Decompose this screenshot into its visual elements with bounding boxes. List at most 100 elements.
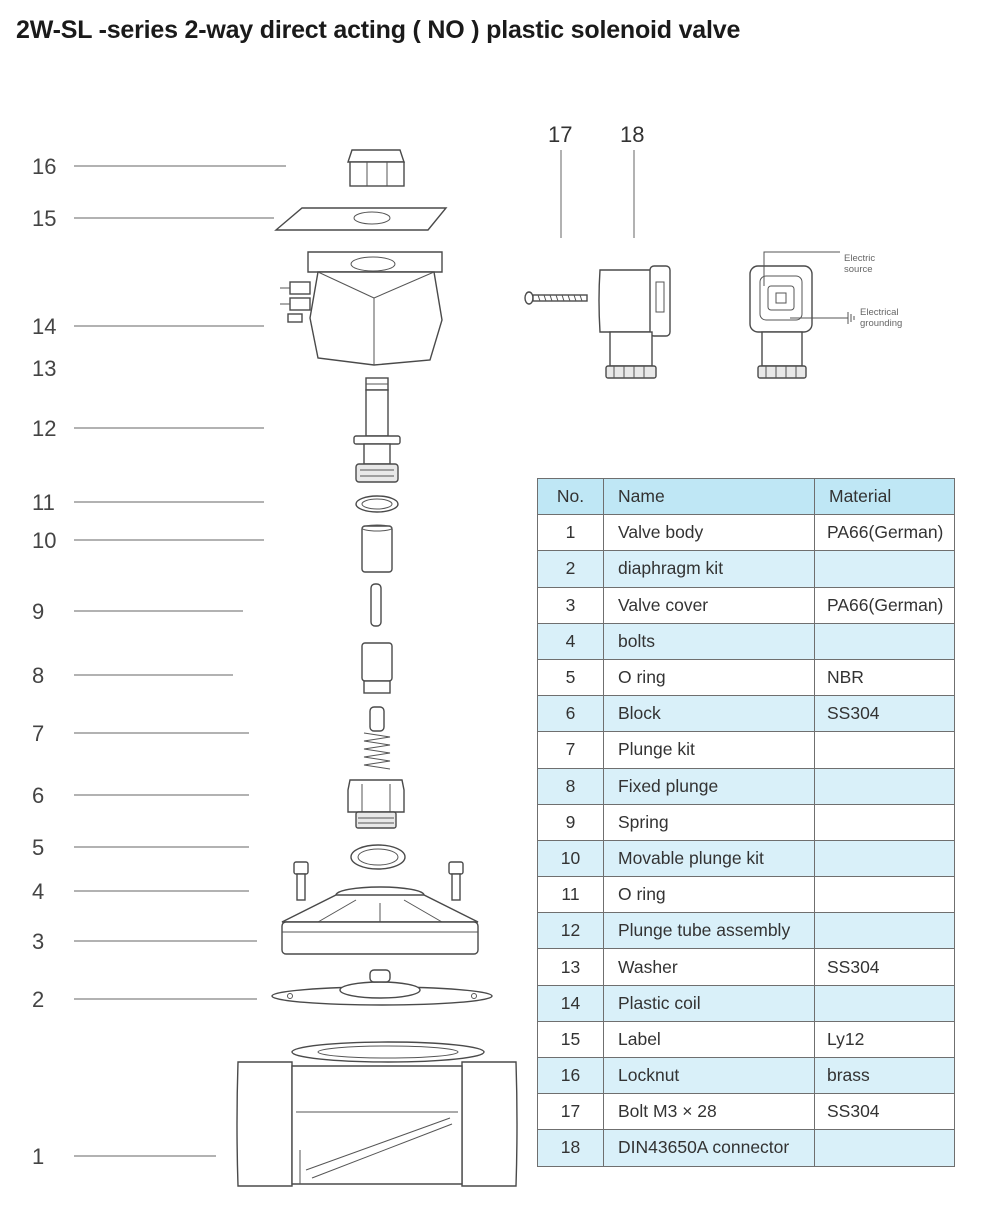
cell-name: Valve body: [603, 514, 815, 552]
cell-no: 11: [537, 876, 604, 914]
cell-material: brass: [814, 1056, 955, 1095]
callout-3: 3: [32, 929, 44, 954]
part-8-fixed-plunge: [361, 642, 393, 694]
cell-name: Washer: [603, 948, 815, 986]
cell-name: DIN43650A connector: [603, 1129, 815, 1167]
part-14-plastic-coil: [280, 251, 443, 366]
cell-no: 18: [537, 1129, 604, 1167]
cell-name: Plastic coil: [603, 984, 815, 1022]
cell-no: 3: [537, 586, 604, 624]
part-15-label: [274, 207, 448, 231]
cell-material: [814, 984, 955, 1022]
cell-no: 5: [537, 658, 604, 697]
callout-6: 6: [32, 783, 44, 808]
callout-13: 13: [32, 356, 56, 381]
cell-material: [814, 1129, 955, 1167]
cell-no: 4: [537, 622, 604, 660]
cell-no: 1: [537, 514, 604, 552]
callout-8: 8: [32, 663, 44, 688]
callout-5: 5: [32, 835, 44, 860]
callout-12: 12: [32, 416, 56, 441]
part-16-locknut: [347, 149, 405, 187]
cell-material: [814, 731, 955, 769]
callout-10: 10: [32, 528, 56, 553]
cell-no: 9: [537, 803, 604, 841]
callout-18: 18: [620, 122, 644, 147]
cell-material: [814, 839, 955, 878]
part-3-valve-cover: [281, 886, 479, 955]
part-2-diaphragm-kit: [271, 969, 493, 1006]
note-electrical-grounding-line1: Electrical: [860, 307, 899, 318]
cell-no: 8: [537, 767, 604, 805]
cell-name: O ring: [603, 876, 815, 914]
cell-material: PA66(German): [814, 586, 955, 624]
callout-7: 7: [32, 721, 44, 746]
cell-no: 7: [537, 731, 604, 769]
note-electrical-grounding-line2: grounding: [860, 318, 902, 329]
part-7-plunge-kit: [363, 706, 391, 770]
cell-no: 17: [537, 1093, 604, 1131]
cell-name: bolts: [603, 622, 815, 660]
header-no: No.: [537, 477, 604, 516]
cell-name: Plunge tube assembly: [603, 912, 815, 950]
part-6-block: [347, 779, 405, 829]
cell-no: 13: [537, 948, 604, 986]
callout-17: 17: [548, 122, 572, 147]
cell-material: SS304: [814, 695, 955, 733]
cell-material: [814, 550, 955, 588]
header-name: Name: [603, 477, 815, 516]
callout-14: 14: [32, 314, 56, 339]
cell-material: PA66(German): [814, 514, 955, 552]
cell-name: Bolt M3 × 28: [603, 1093, 815, 1131]
part-1-valve-body: [236, 1041, 518, 1187]
callout-15: 15: [32, 206, 56, 231]
cell-name: Block: [603, 695, 815, 733]
cell-name: O ring: [603, 658, 815, 697]
part-17-bolt: [524, 291, 588, 305]
part-10-movable-plunge: [361, 525, 393, 573]
cell-material: NBR: [814, 658, 955, 697]
callout-9: 9: [32, 599, 44, 624]
part-9-spring-pin: [370, 583, 382, 627]
cell-no: 2: [537, 550, 604, 588]
callout-1: 1: [32, 1144, 44, 1169]
cell-material: [814, 876, 955, 914]
part-18-connector-front: Electric source Electrical grounding: [749, 251, 902, 379]
table-header-row: No. Name Material: [537, 477, 955, 516]
cell-no: 14: [537, 984, 604, 1022]
cell-name: diaphragm kit: [603, 550, 815, 588]
note-electric-source-line1: Electric: [844, 253, 875, 264]
cell-name: Valve cover: [603, 586, 815, 624]
note-electric-source-line2: source: [844, 264, 873, 275]
cell-name: Label: [603, 1020, 815, 1059]
cell-material: Ly12: [814, 1020, 955, 1059]
callout-2: 2: [32, 987, 44, 1012]
callout-4: 4: [32, 879, 44, 904]
connector-callout-group: 17 18: [548, 122, 644, 238]
cell-no: 16: [537, 1056, 604, 1095]
cell-material: SS304: [814, 948, 955, 986]
part-12-plunge-tube-assembly: [353, 377, 401, 483]
cell-name: Spring: [603, 803, 815, 841]
cell-name: Fixed plunge: [603, 767, 815, 805]
